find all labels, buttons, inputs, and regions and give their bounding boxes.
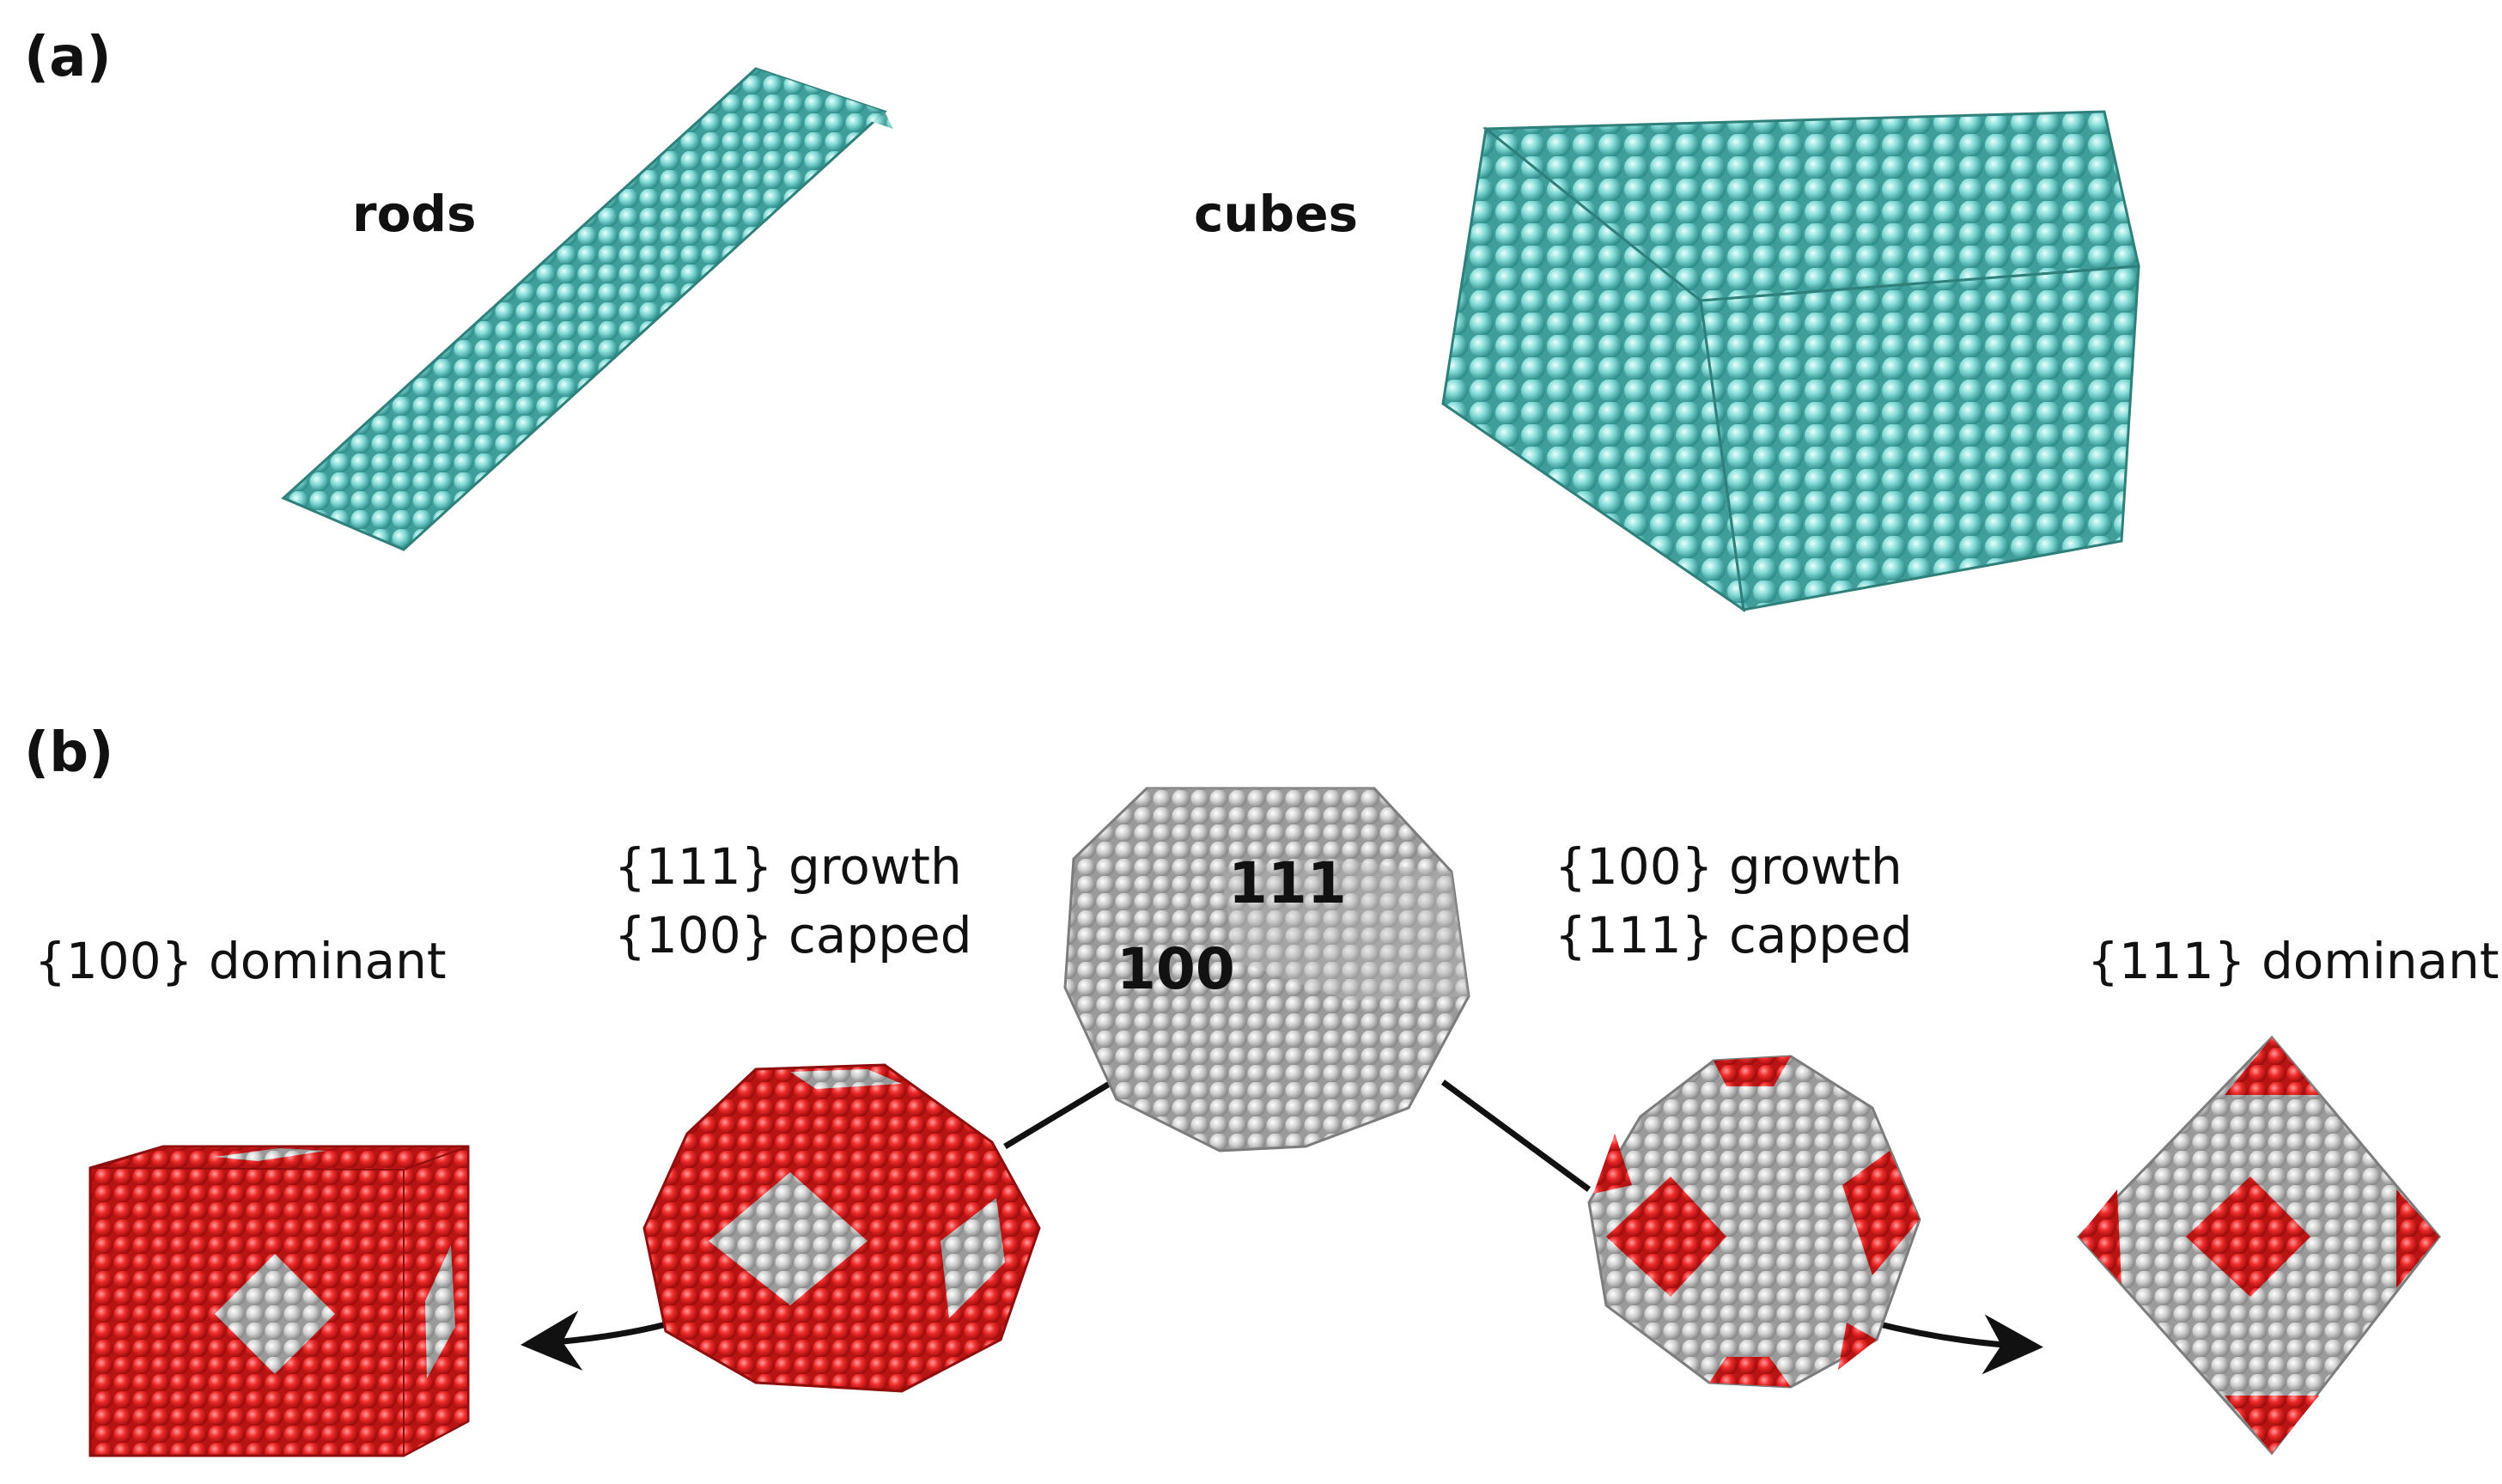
red-cube-particle [88, 1145, 470, 1457]
panel-b: (b) {100} dominant {111} growth {100} ca… [0, 678, 2502, 1484]
center-facet-100-label: 100 [1117, 936, 1235, 1002]
center-grey-particle [1063, 787, 1470, 1153]
right-mid-label-line1: {100} growth [1555, 837, 1902, 896]
cubes-label: cubes [1194, 185, 1359, 243]
grey-octahedron-particle [2076, 1035, 2441, 1456]
panel-a: (a) rods cubes [0, 0, 2502, 678]
cube-nanoparticle [1441, 110, 2140, 613]
panel-a-label: (a) [24, 26, 112, 89]
left-mid-label-line2: {100} capped [614, 906, 972, 964]
rod-nanoparticle [281, 67, 893, 551]
right-end-label: {111} dominant [2087, 932, 2499, 990]
arrow-right-inner [1440, 1080, 1592, 1192]
right-mid-label-line2: {111} capped [1555, 906, 1913, 964]
red-truncated-particle [642, 1063, 1041, 1393]
center-facet-111-label: 111 [1228, 850, 1347, 916]
panel-b-label: (b) [24, 721, 114, 785]
left-end-label: {100} dominant [34, 932, 447, 990]
grey-capped-particle [1587, 1055, 1921, 1389]
rods-label: rods [352, 185, 477, 243]
arrow-left-inner [1003, 1079, 1114, 1150]
arrow-right-outer [1872, 1314, 2043, 1375]
left-mid-label-line1: {111} growth [614, 837, 962, 896]
